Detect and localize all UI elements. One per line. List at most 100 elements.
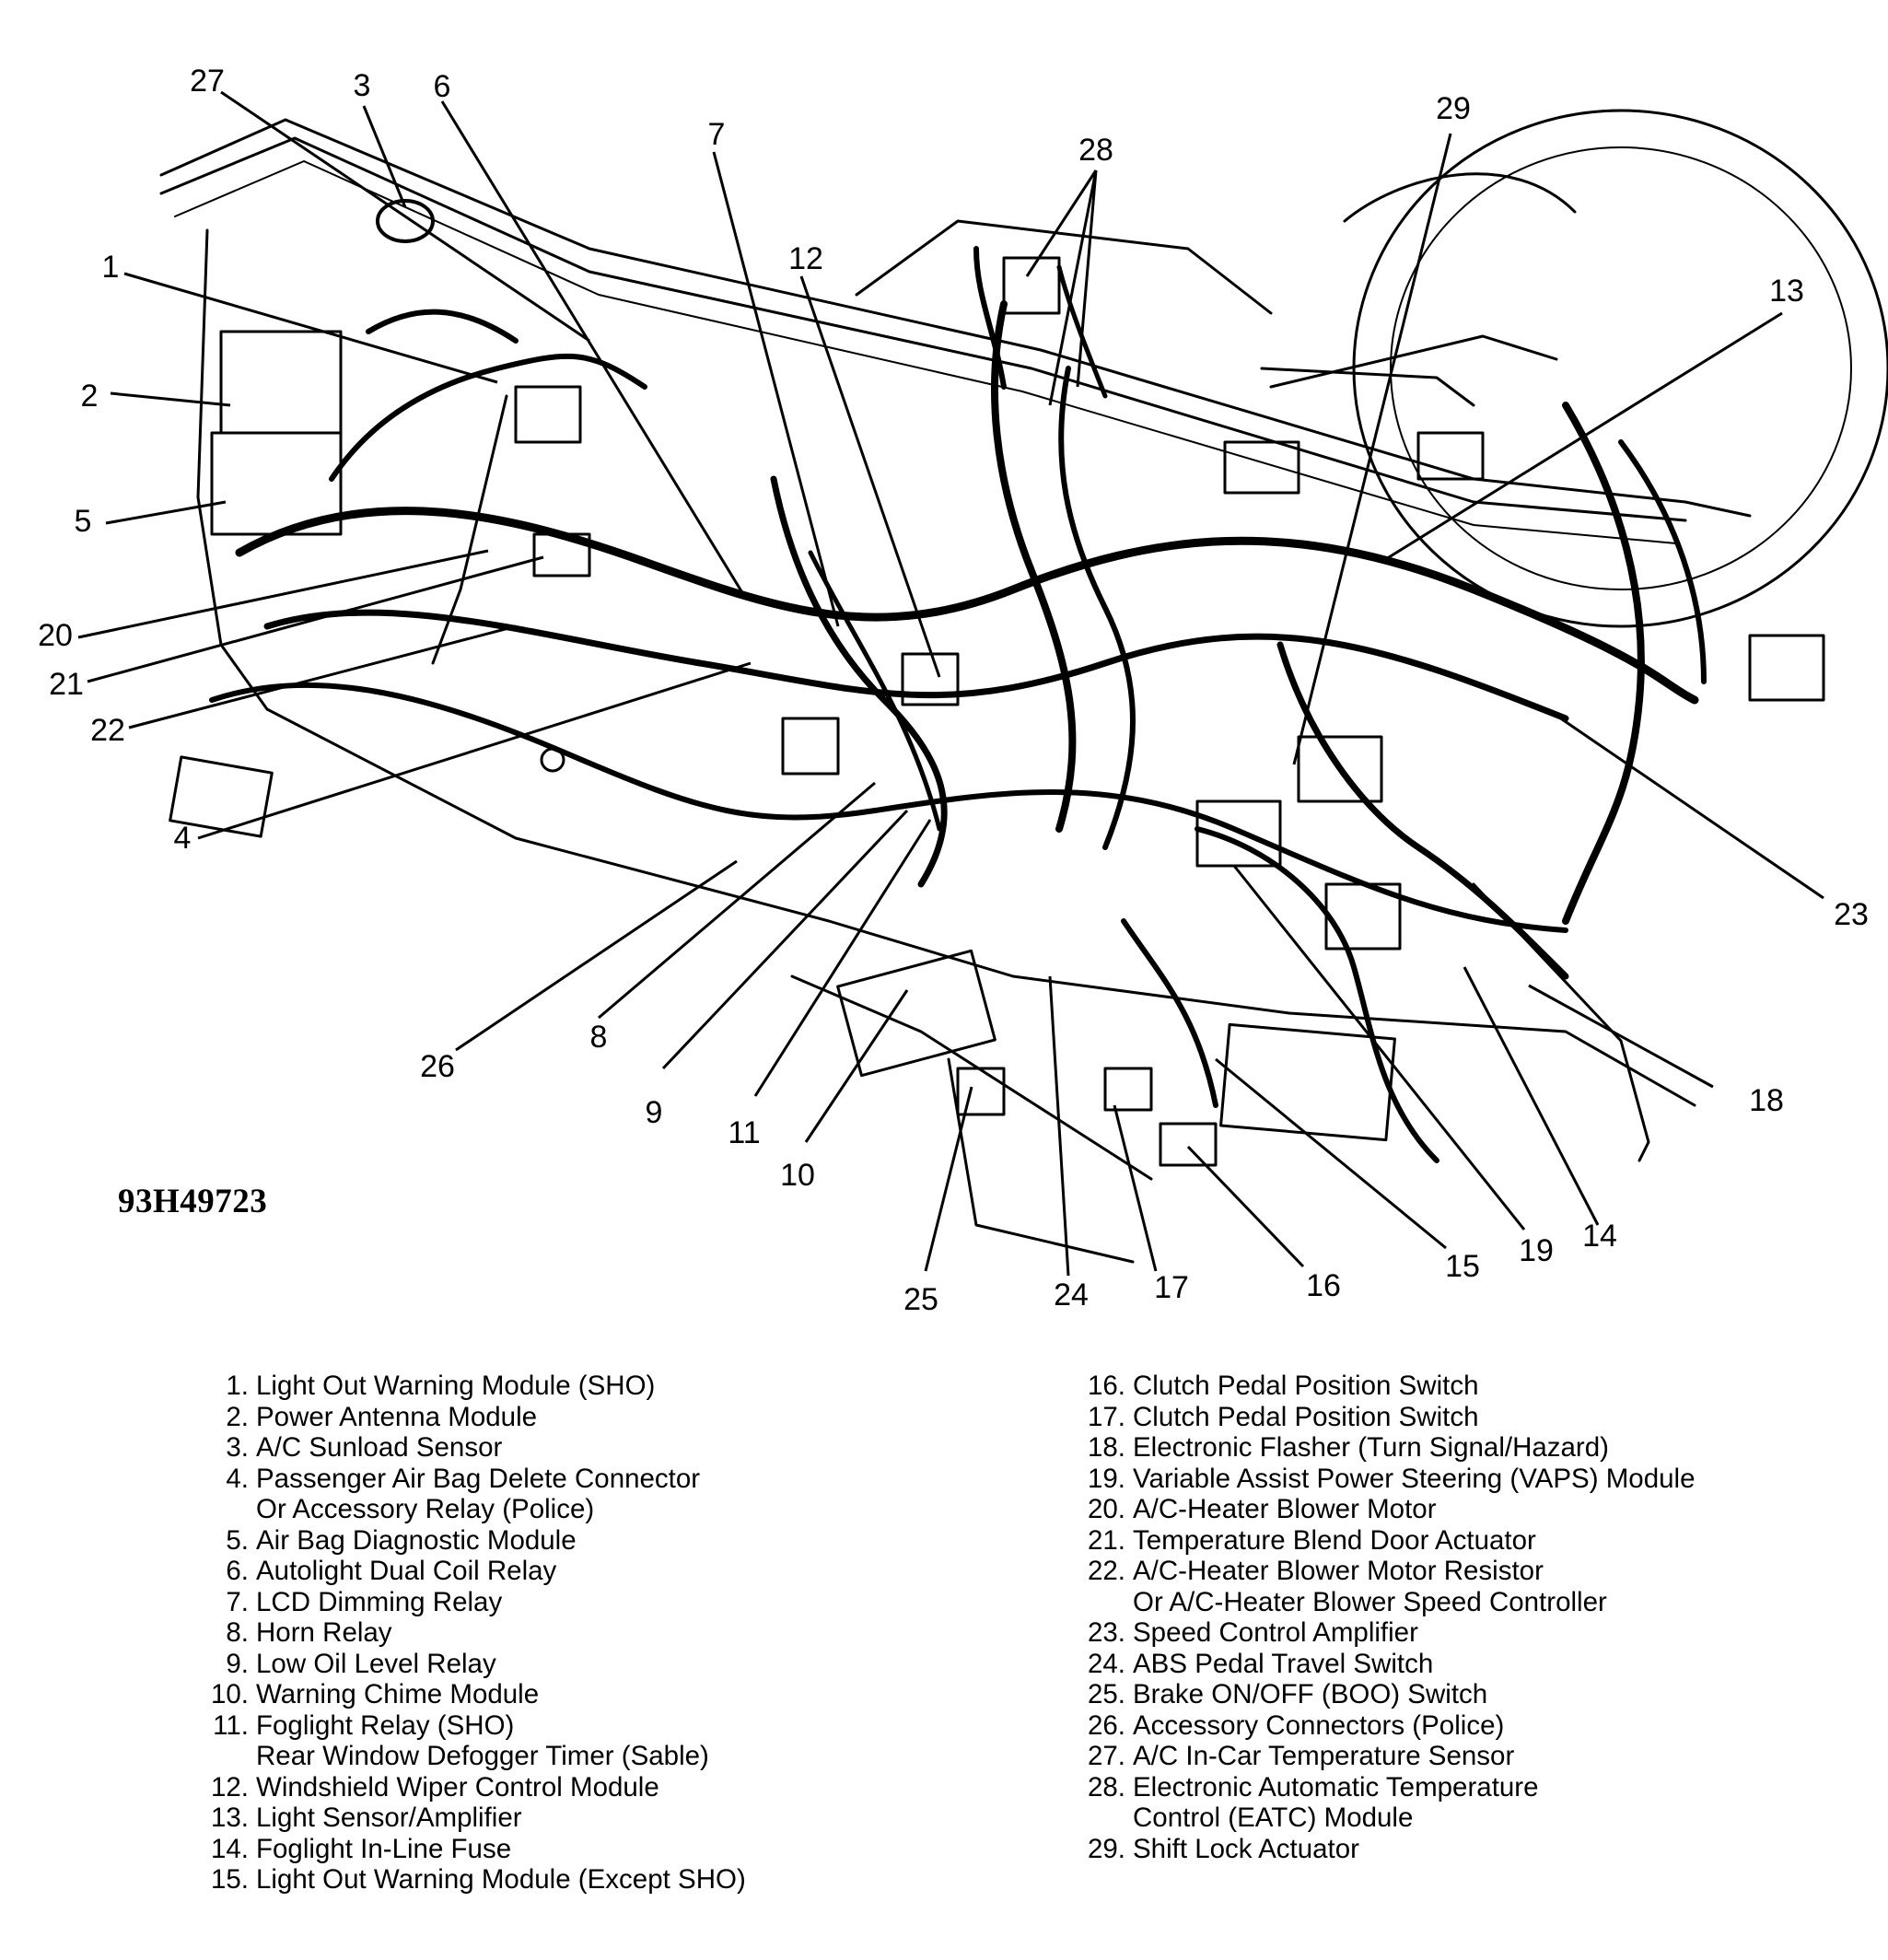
callout-11: 11 bbox=[728, 1115, 760, 1150]
callout-21: 21 bbox=[49, 667, 84, 702]
leader-19 bbox=[1232, 865, 1526, 1231]
legend-number: 24. bbox=[1087, 1648, 1125, 1679]
leader-17 bbox=[1113, 1104, 1158, 1272]
legend-label: Light Out Warning Module (SHO) bbox=[256, 1371, 656, 1401]
dashboard-drawing bbox=[159, 109, 1888, 1264]
callout-labels: 27 3 6 7 28 29 12 13 1 2 5 20 21 22 4 26… bbox=[38, 64, 1869, 1317]
legend-number: 21. bbox=[1087, 1524, 1125, 1556]
legend-label: Power Antenna Module bbox=[256, 1401, 538, 1432]
leader-10 bbox=[804, 989, 909, 1143]
leader-1 bbox=[123, 272, 498, 384]
legend-item: 25.Brake ON/OFF (BOO) Switch bbox=[1078, 1679, 1870, 1710]
legend-item: 26.Accessory Connectors (Police) bbox=[1078, 1710, 1870, 1742]
legend-number: 9. bbox=[226, 1648, 249, 1679]
legend-item: 22.A/C-Heater Blower Motor Resistor bbox=[1078, 1556, 1870, 1587]
legend-left: 1.Light Out Warning Module (SHO)2.Power … bbox=[201, 1371, 956, 1896]
leader-28a bbox=[1025, 169, 1098, 277]
legend-label: Air Bag Diagnostic Module bbox=[256, 1524, 577, 1556]
legend-item: 7.LCD Dimming Relay bbox=[201, 1587, 956, 1618]
legend-item: 5.Air Bag Diagnostic Module bbox=[201, 1525, 956, 1557]
callout-17: 17 bbox=[1154, 1270, 1189, 1305]
legend-label: Warning Chime Module bbox=[256, 1679, 540, 1709]
callout-7: 7 bbox=[708, 117, 726, 152]
leader-4 bbox=[197, 661, 752, 840]
legend-label: Passenger Air Bag Delete Connector bbox=[256, 1463, 701, 1494]
legend-number: 19. bbox=[1087, 1463, 1125, 1494]
callout-16: 16 bbox=[1306, 1268, 1341, 1303]
leader-12 bbox=[799, 275, 941, 678]
leader-5 bbox=[105, 500, 227, 525]
legend-number: 3. bbox=[226, 1432, 249, 1463]
legend-item: 20.A/C-Heater Blower Motor bbox=[1078, 1494, 1870, 1525]
legend-number: 13. bbox=[210, 1802, 249, 1833]
leader-3 bbox=[362, 105, 407, 208]
legend-number: 28. bbox=[1087, 1771, 1125, 1802]
legend-item: 1.Light Out Warning Module (SHO) bbox=[201, 1371, 956, 1402]
legend-number: 8. bbox=[226, 1617, 249, 1648]
callout-5: 5 bbox=[75, 504, 92, 539]
legend-number: 16. bbox=[1087, 1371, 1125, 1401]
legend-item: 12.Windshield Wiper Control Module bbox=[201, 1772, 956, 1803]
leader-24 bbox=[1048, 975, 1070, 1277]
legend-item: 27.A/C In-Car Temperature Sensor bbox=[1078, 1741, 1870, 1772]
legend-number: 17. bbox=[1087, 1401, 1125, 1432]
legend-label: Electronic Flasher (Turn Signal/Hazard) bbox=[1133, 1432, 1609, 1463]
legend-item: 8.Horn Relay bbox=[201, 1617, 956, 1649]
leader-26 bbox=[455, 859, 738, 1052]
legend-item: 28.Electronic Automatic Temperature bbox=[1078, 1772, 1870, 1803]
callout-4: 4 bbox=[174, 821, 192, 856]
callout-8: 8 bbox=[590, 1020, 608, 1055]
legend-label: Light Out Warning Module (Except SHO) bbox=[256, 1864, 746, 1895]
dashboard-wiring-illustration: 27 3 6 7 28 29 12 13 1 2 5 20 21 22 4 26… bbox=[38, 64, 1888, 1317]
legend-item-continuation: Or Accessory Relay (Police) bbox=[201, 1494, 956, 1525]
legend-item: 14.Foglight In-Line Fuse bbox=[201, 1834, 956, 1865]
leader-15 bbox=[1215, 1057, 1447, 1250]
legend-item: 16.Clutch Pedal Position Switch bbox=[1078, 1371, 1870, 1402]
leader-lines bbox=[77, 90, 1824, 1277]
legend-number: 10. bbox=[210, 1679, 249, 1709]
legend-item-continuation: Or A/C-Heater Blower Speed Controller bbox=[1078, 1587, 1870, 1618]
legend-label: ABS Pedal Travel Switch bbox=[1133, 1648, 1434, 1679]
leader-29 bbox=[1292, 133, 1452, 765]
leader-9 bbox=[661, 809, 909, 1070]
legend-number: 18. bbox=[1087, 1432, 1125, 1463]
leader-14 bbox=[1463, 966, 1600, 1226]
legend-label: Speed Control Amplifier bbox=[1133, 1617, 1418, 1648]
callout-23: 23 bbox=[1834, 897, 1869, 932]
legend-label: Temperature Blend Door Actuator bbox=[1133, 1524, 1536, 1556]
callout-2: 2 bbox=[81, 379, 99, 414]
legend-label: LCD Dimming Relay bbox=[256, 1586, 503, 1617]
legend-item: 15.Light Out Warning Module (Except SHO) bbox=[201, 1864, 956, 1896]
legend-label: Rear Window Defogger Timer (Sable) bbox=[256, 1741, 709, 1771]
callout-29: 29 bbox=[1436, 91, 1471, 126]
callout-18: 18 bbox=[1749, 1083, 1784, 1118]
callout-28: 28 bbox=[1078, 133, 1113, 168]
callout-26: 26 bbox=[420, 1049, 455, 1084]
legend-item: 13.Light Sensor/Amplifier bbox=[201, 1802, 956, 1834]
legend-item: 10.Warning Chime Module bbox=[201, 1679, 956, 1710]
leader-2 bbox=[110, 391, 231, 407]
callout-20: 20 bbox=[38, 618, 73, 653]
callout-12: 12 bbox=[788, 241, 823, 276]
callout-10: 10 bbox=[780, 1158, 815, 1193]
leader-25 bbox=[924, 1086, 973, 1272]
legend-item: 3.A/C Sunload Sensor bbox=[201, 1432, 956, 1464]
legend-label: Foglight In-Line Fuse bbox=[256, 1833, 512, 1864]
legend-number: 7. bbox=[226, 1586, 249, 1617]
legend-number: 1. bbox=[226, 1371, 249, 1401]
legend-label: Brake ON/OFF (BOO) Switch bbox=[1133, 1679, 1488, 1709]
legend-item: 21.Temperature Blend Door Actuator bbox=[1078, 1525, 1870, 1557]
legend-number: 20. bbox=[1087, 1494, 1125, 1524]
legend-number: 23. bbox=[1087, 1617, 1125, 1648]
legend-item: 17. Clutch Pedal Position Switch bbox=[1078, 1402, 1870, 1433]
legend-number: 2. bbox=[226, 1401, 249, 1432]
leader-13 bbox=[1381, 311, 1783, 564]
legend-item: 9.Low Oil Level Relay bbox=[201, 1649, 956, 1680]
legend-item: 29.Shift Lock Actuator bbox=[1078, 1834, 1870, 1865]
legend-label: Shift Lock Actuator bbox=[1133, 1833, 1359, 1864]
legend-label: Autolight Dual Coil Relay bbox=[256, 1556, 557, 1586]
legend-number: 27. bbox=[1087, 1741, 1125, 1771]
legend-item: 18. Electronic Flasher (Turn Signal/Hazar… bbox=[1078, 1432, 1870, 1464]
legend-label: Clutch Pedal Position Switch bbox=[1133, 1401, 1479, 1432]
legend-number: 5. bbox=[226, 1524, 249, 1556]
